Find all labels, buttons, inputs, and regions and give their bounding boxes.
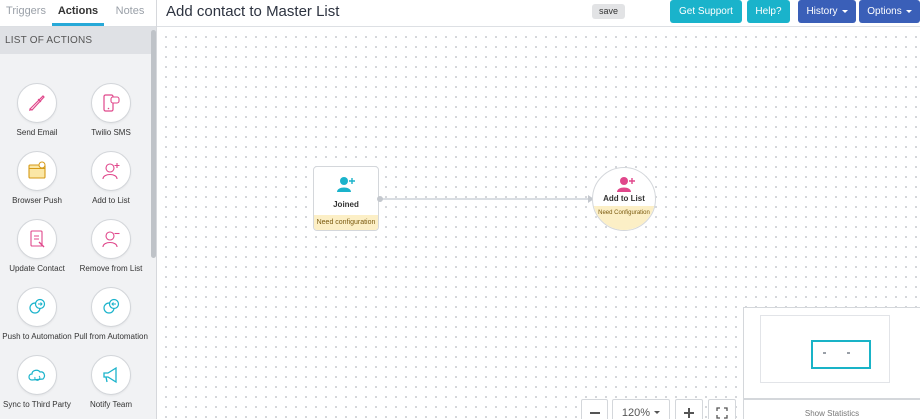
fullscreen-button[interactable] — [708, 399, 736, 419]
caret-down-icon — [905, 9, 912, 13]
action-notify-team[interactable]: Notify Team — [72, 355, 150, 409]
workflow-node-joined[interactable]: Joined Need configuration — [313, 166, 379, 231]
minus-icon — [589, 411, 600, 414]
action-label: Remove from List — [79, 264, 143, 273]
workflow-connector — [379, 198, 592, 200]
action-label: Twilio SMS — [91, 128, 131, 137]
update-contact-icon — [17, 219, 57, 259]
zoom-level-value: 120% — [621, 406, 651, 419]
action-pull-from-automation[interactable]: Pull from Automation — [72, 287, 150, 341]
plus-icon — [684, 407, 694, 418]
history-dropdown-button[interactable]: History — [798, 0, 856, 23]
show-statistics-button[interactable]: Show Statistics — [743, 399, 920, 419]
caret-down-icon — [841, 9, 848, 13]
action-push-to-automation[interactable]: Push to Automation — [0, 287, 76, 341]
action-browser-push[interactable]: Browser Push — [0, 151, 76, 205]
user-add-icon — [616, 176, 636, 199]
twilio-sms-icon — [91, 83, 131, 123]
minimap-viewport[interactable] — [811, 340, 871, 369]
browser-push-icon — [17, 151, 57, 191]
list-of-actions-heading: LIST OF ACTIONS — [0, 27, 156, 54]
add-to-list-icon — [91, 151, 131, 191]
action-add-to-list[interactable]: Add to List — [72, 151, 150, 205]
zoom-in-button[interactable] — [675, 399, 703, 419]
save-button[interactable]: save — [592, 4, 625, 19]
actions-list: Send Email Twilio SMS Browser Push Add t… — [0, 55, 152, 419]
action-sync-to-third-party[interactable]: Sync to Third Party — [0, 355, 76, 409]
action-update-contact[interactable]: Update Contact — [0, 219, 76, 273]
action-twilio-sms[interactable]: Twilio SMS — [72, 83, 150, 137]
connector-arrow-icon — [588, 195, 594, 203]
sync-to-third-party-icon — [17, 355, 57, 395]
page-title: Add contact to Master List — [166, 3, 340, 20]
minimap-node — [847, 352, 850, 354]
remove-from-list-icon — [91, 219, 131, 259]
need-configuration-badge: Need configuration — [314, 215, 378, 230]
action-label: Push to Automation — [2, 332, 72, 341]
user-add-icon — [336, 176, 356, 199]
minimap[interactable] — [743, 307, 920, 399]
minimap-node — [823, 352, 826, 354]
zoom-level-dropdown[interactable]: 120% — [612, 399, 670, 419]
connector-start-dot[interactable] — [377, 196, 383, 202]
header-bar: Add contact to Master List save Get Supp… — [157, 0, 920, 27]
workflow-canvas[interactable]: Joined Need configuration Add to List Ne… — [157, 28, 920, 419]
node-label: Add to List — [603, 194, 645, 203]
action-label: Add to List — [92, 196, 130, 205]
tab-triggers[interactable]: Triggers — [6, 5, 46, 17]
sidebar-tabs: Triggers Actions Notes — [0, 0, 156, 27]
tab-notes[interactable]: Notes — [115, 5, 145, 17]
push-to-automation-icon — [17, 287, 57, 327]
action-label: Update Contact — [9, 264, 65, 273]
action-label: Notify Team — [89, 400, 133, 409]
caret-down-icon — [654, 411, 661, 414]
get-support-button[interactable]: Get Support — [670, 0, 742, 23]
need-configuration-badge: Need Configuration — [593, 206, 655, 230]
options-label: Options — [867, 6, 902, 17]
action-send-email[interactable]: Send Email — [0, 83, 76, 137]
history-label: History — [806, 6, 838, 17]
sidebar: Triggers Actions Notes LIST OF ACTIONS S… — [0, 0, 157, 419]
action-label: Browser Push — [12, 196, 62, 205]
pull-from-automation-icon — [91, 287, 131, 327]
action-label: Sync to Third Party — [3, 400, 71, 409]
tab-actions[interactable]: Actions — [52, 0, 104, 26]
node-label: Joined — [333, 200, 359, 209]
options-dropdown-button[interactable]: Options — [859, 0, 920, 23]
help-button[interactable]: Help? — [747, 0, 790, 23]
workflow-node-add-to-list[interactable]: Add to List Need Configuration — [592, 167, 656, 231]
action-remove-from-list[interactable]: Remove from List — [72, 219, 150, 273]
action-label: Send Email — [16, 128, 58, 137]
action-label: Pull from Automation — [74, 332, 148, 341]
notify-team-icon — [91, 355, 131, 395]
sidebar-scrollbar[interactable] — [151, 30, 156, 258]
fullscreen-icon — [716, 406, 728, 419]
send-email-icon — [17, 83, 57, 123]
zoom-out-button[interactable] — [581, 399, 608, 419]
minimap-canvas — [760, 315, 890, 383]
